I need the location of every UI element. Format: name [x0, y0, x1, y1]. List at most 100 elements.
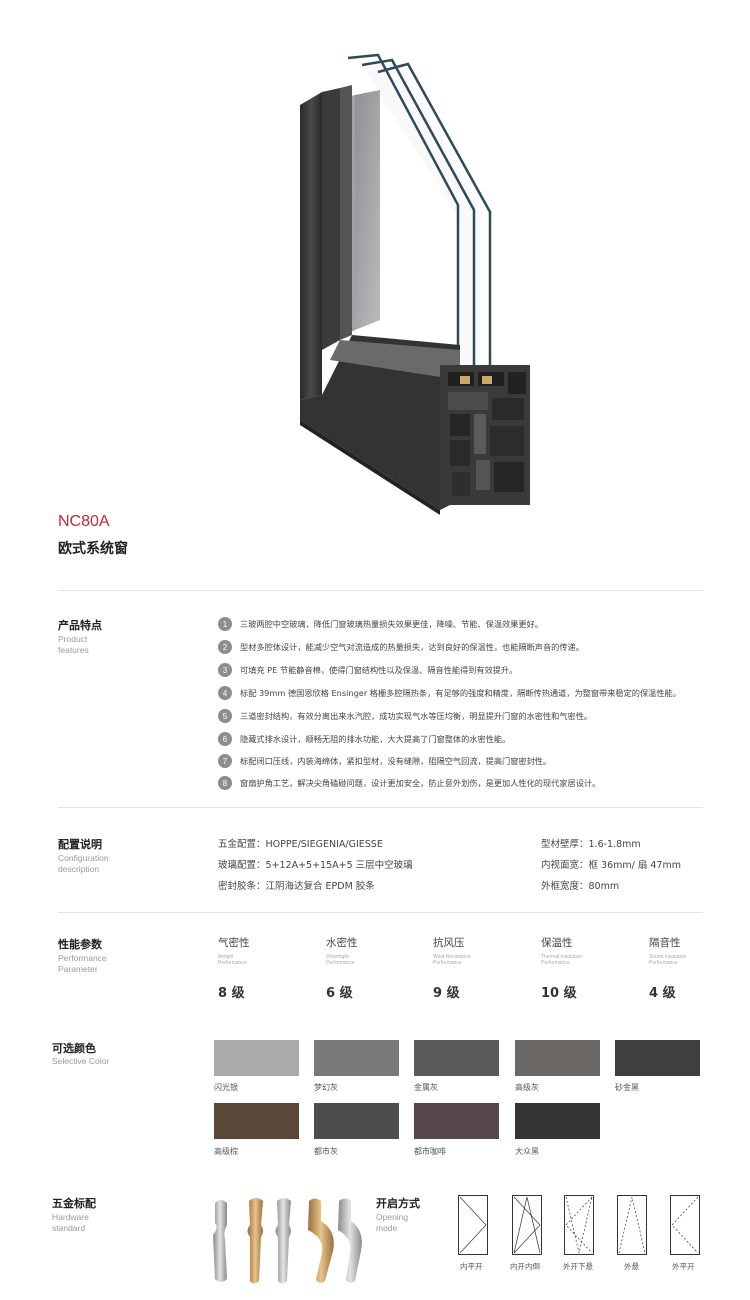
config-en-2: description	[58, 864, 100, 874]
mode-label: 内平开	[460, 1262, 483, 1271]
config-en-1: Configuration	[58, 853, 109, 863]
top-hung-icon[interactable]	[617, 1195, 647, 1255]
color-swatch[interactable]	[214, 1103, 299, 1139]
perf-name: 保温性	[541, 937, 573, 949]
color-label: 都市咖啡	[414, 1147, 446, 1156]
feature-number: 7	[218, 754, 232, 768]
color-label: 闪光银	[214, 1083, 238, 1092]
feature-item: 7 标配闭口压线，内装海绵体，紧扣型材，没有缝隙，阻隔空气回流，提高门窗密封性。	[218, 753, 551, 769]
performance-en-2: Parameter	[58, 964, 98, 974]
divider	[58, 590, 703, 591]
hardware-en-2: standard	[52, 1223, 86, 1233]
feature-text: 型材多腔体设计，能减少空气对流造成的热量损失，达到良好的保温性，也能隔断声音的传…	[240, 642, 584, 652]
feature-item: 2 型材多腔体设计，能减少空气对流造成的热量损失，达到良好的保温性，也能隔断声音的…	[218, 639, 584, 655]
color-label: 都市灰	[314, 1147, 338, 1156]
tilt-turn-icon[interactable]	[512, 1195, 542, 1255]
feature-text: 隐藏式排水设计，顺畅无阻的排水功能，大大提高了门窗整体的水密性能。	[240, 734, 511, 744]
feature-number: 3	[218, 663, 232, 677]
perf-value: 10 级	[541, 986, 577, 1001]
feature-number: 1	[218, 617, 232, 631]
config-face-width: 内视面宽：框 36mm/ 扇 47mm	[541, 860, 681, 871]
window-profile-image	[300, 53, 530, 515]
perf-name: 水密性	[326, 937, 358, 949]
feature-number: 8	[218, 776, 232, 790]
divider	[58, 807, 703, 808]
mode-label: 外悬	[624, 1262, 639, 1271]
feature-text: 标配 39mm 德国恩欣格 Ensinger 格栅多腔隔热条，有足够的强度和精度…	[240, 688, 681, 698]
casement-in-icon[interactable]	[458, 1195, 488, 1255]
product-model: NC80A	[58, 513, 110, 530]
feature-text: 窗扇护角工艺，解决尖角磕碰问题，设计更加安全，防止意外划伤，是更加人性化的现代家…	[240, 778, 601, 788]
opening-en-2: mode	[376, 1223, 398, 1233]
perf-name: 抗风压	[433, 937, 465, 949]
hardware-title: 五金标配	[52, 1197, 96, 1210]
feature-item: 4 标配 39mm 德国恩欣格 Ensinger 格栅多腔隔热条，有足够的强度和精…	[218, 685, 681, 701]
perf-name: 隔音性	[649, 937, 681, 949]
color-swatch[interactable]	[314, 1103, 399, 1139]
feature-item: 8 窗扇护角工艺，解决尖角磕碰问题，设计更加安全，防止意外划伤，是更加人性化的现代…	[218, 775, 600, 791]
features-en-2: features	[58, 645, 89, 655]
colors-title: 可选颜色	[52, 1042, 96, 1055]
perf-value: 9 级	[433, 986, 460, 1001]
opening-title: 开启方式	[376, 1197, 420, 1210]
mode-label: 内开内倒	[510, 1262, 540, 1271]
casement-out-icon[interactable]	[670, 1195, 700, 1255]
outward-bottom-hung-icon[interactable]	[564, 1195, 594, 1255]
color-label: 砂金黑	[615, 1083, 639, 1092]
feature-text: 三道密封结构，有效分离出来水汽腔，成功实现气水等压均衡，明显提升门窗的水密性和气…	[240, 711, 593, 721]
feature-item: 5 三道密封结构，有效分离出来水汽腔，成功实现气水等压均衡，明显提升门窗的水密性和…	[218, 708, 592, 724]
color-swatch[interactable]	[615, 1040, 700, 1076]
colors-en: Selective Color	[52, 1056, 110, 1066]
features-title: 产品特点	[58, 619, 102, 632]
color-label: 金属灰	[414, 1083, 438, 1092]
divider	[58, 912, 703, 913]
color-swatch[interactable]	[214, 1040, 299, 1076]
feature-item: 6 隐藏式排水设计，顺畅无阻的排水功能，大大提高了门窗整体的水密性能。	[218, 731, 510, 747]
opening-en-1: Opening	[376, 1212, 409, 1222]
performance-title: 性能参数	[58, 938, 102, 951]
feature-number: 4	[218, 686, 232, 700]
config-frame-width: 外框宽度：80mm	[541, 881, 620, 892]
config-title: 配置说明	[58, 838, 102, 851]
handles-image	[213, 1198, 362, 1284]
color-label: 梦幻灰	[314, 1083, 338, 1092]
hardware-en-1: Hardware	[52, 1212, 89, 1222]
perf-value: 4 级	[649, 986, 676, 1001]
feature-text: 可填充 PE 节能静音棉，使得门窗结构性以及保温、隔音性能得到有效提升。	[240, 665, 518, 675]
config-glass: 玻璃配置：5+12A+5+15A+5 三层中空玻璃	[218, 860, 413, 871]
perf-value: 6 级	[326, 986, 353, 1001]
color-label: 大众黑	[515, 1147, 539, 1156]
color-swatch[interactable]	[515, 1103, 600, 1139]
feature-number: 5	[218, 709, 232, 723]
color-swatch[interactable]	[314, 1040, 399, 1076]
config-wall-thickness: 型材壁厚：1.6-1.8mm	[541, 839, 641, 850]
feature-item: 3 可填充 PE 节能静音棉，使得门窗结构性以及保温、隔音性能得到有效提升。	[218, 662, 517, 678]
color-swatch[interactable]	[515, 1040, 600, 1076]
color-swatch[interactable]	[414, 1040, 499, 1076]
feature-number: 6	[218, 732, 232, 746]
perf-value: 8 级	[218, 986, 245, 1001]
config-hardware: 五金配置：HOPPE/SIEGENIA/GIESSE	[218, 839, 383, 850]
mode-label: 外平开	[672, 1262, 695, 1271]
performance-en-1: Performance	[58, 953, 107, 963]
feature-item: 1 三玻两腔中空玻璃，降低门窗玻璃热量损失效果更佳，降噪、节能、保温效果更好。	[218, 616, 543, 632]
features-en-1: Product	[58, 634, 88, 644]
feature-number: 2	[218, 640, 232, 654]
config-seal: 密封胶条：江阴海达复合 EPDM 胶条	[218, 881, 375, 892]
color-swatch[interactable]	[414, 1103, 499, 1139]
feature-text: 标配闭口压线，内装海绵体，紧扣型材，没有缝隙，阻隔空气回流，提高门窗密封性。	[240, 756, 552, 766]
feature-text: 三玻两腔中空玻璃，降低门窗玻璃热量损失效果更佳，降噪、节能、保温效果更好。	[240, 619, 543, 629]
mode-label: 外开下悬	[563, 1262, 593, 1271]
color-label: 高级棕	[214, 1147, 238, 1156]
perf-name: 气密性	[218, 937, 250, 949]
